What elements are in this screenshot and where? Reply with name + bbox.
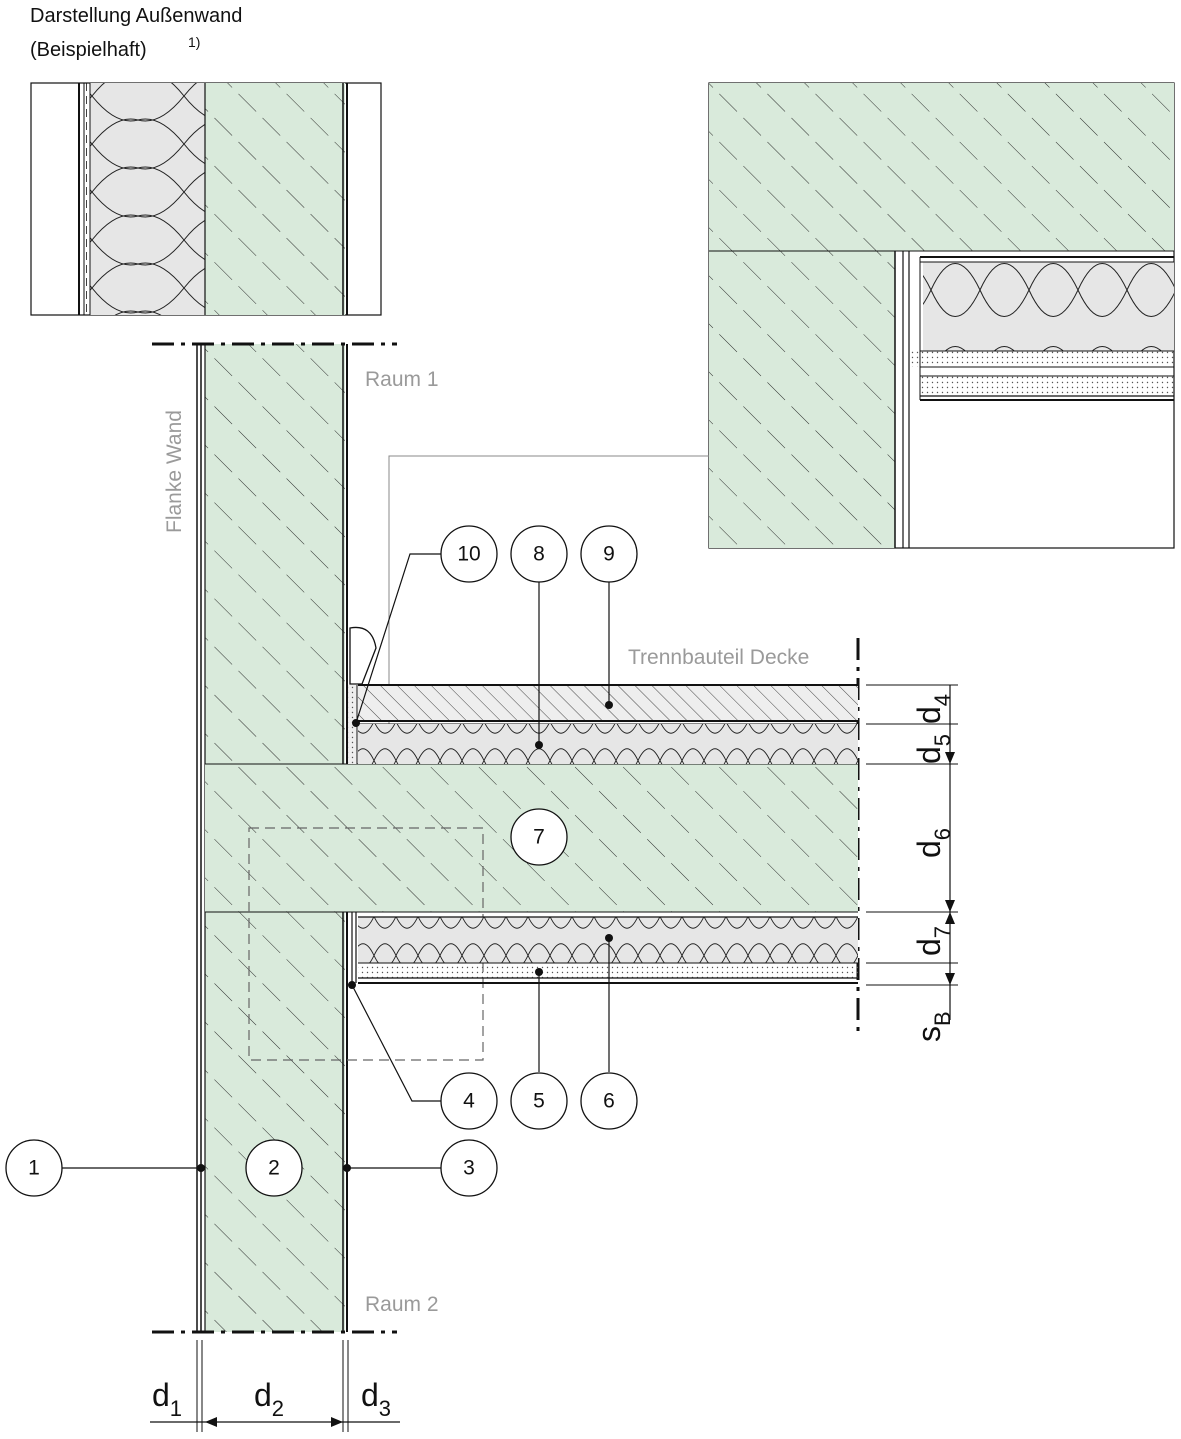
label-separating-slab: Trennbauteil Decke	[628, 646, 809, 669]
label-room-1: Raum 1	[365, 368, 439, 391]
svg-text:8: 8	[533, 543, 545, 566]
callout-4: 4	[440, 1072, 498, 1130]
title-footnote: 1)	[188, 34, 200, 50]
dim-d7: d7	[911, 926, 955, 956]
dim-d5: d5	[911, 734, 955, 764]
title-line-2: (Beispielhaft)	[30, 39, 147, 61]
svg-text:10: 10	[457, 543, 480, 566]
callout-9: 9	[580, 525, 638, 583]
leader-lines	[62, 553, 610, 1169]
dimension-chain-right	[866, 684, 958, 1020]
svg-text:2: 2	[268, 1157, 280, 1180]
callout-6: 6	[580, 1072, 638, 1130]
dim-d4: d4	[911, 694, 955, 724]
label-room-2: Raum 2	[365, 1293, 439, 1316]
leader-dots	[197, 701, 613, 1172]
dim-d3: d3	[361, 1377, 391, 1421]
dimension-chain-bottom	[150, 1340, 400, 1432]
title-line-1: Darstellung Außenwand	[30, 5, 242, 27]
external-wall-example	[30, 82, 382, 316]
svg-text:5: 5	[533, 1090, 545, 1113]
dim-d6: d6	[911, 828, 955, 858]
label-flank-wall: Flanke Wand	[163, 410, 186, 533]
header-title: Darstellung Außenwand (Beispielhaft) 1)	[30, 5, 242, 61]
callout-10: 10	[440, 525, 498, 583]
callout-1: 1	[5, 1139, 63, 1197]
svg-text:6: 6	[603, 1090, 615, 1113]
callout-3: 3	[440, 1139, 498, 1197]
inset-detail	[708, 82, 1175, 549]
svg-text:3: 3	[463, 1157, 475, 1180]
dim-d2: d2	[254, 1377, 284, 1421]
callout-2: 2	[245, 1139, 303, 1197]
dim-d1: d1	[152, 1377, 182, 1421]
svg-text:9: 9	[603, 543, 615, 566]
floor-build-up	[348, 626, 858, 764]
callout-7: 7	[510, 808, 568, 866]
dim-sB: sB	[911, 1011, 955, 1042]
svg-text:1: 1	[28, 1157, 40, 1180]
svg-text:7: 7	[533, 826, 545, 849]
callout-5: 5	[510, 1072, 568, 1130]
ceiling-build-up	[351, 912, 858, 984]
svg-text:4: 4	[463, 1090, 475, 1113]
callout-8: 8	[510, 525, 568, 583]
